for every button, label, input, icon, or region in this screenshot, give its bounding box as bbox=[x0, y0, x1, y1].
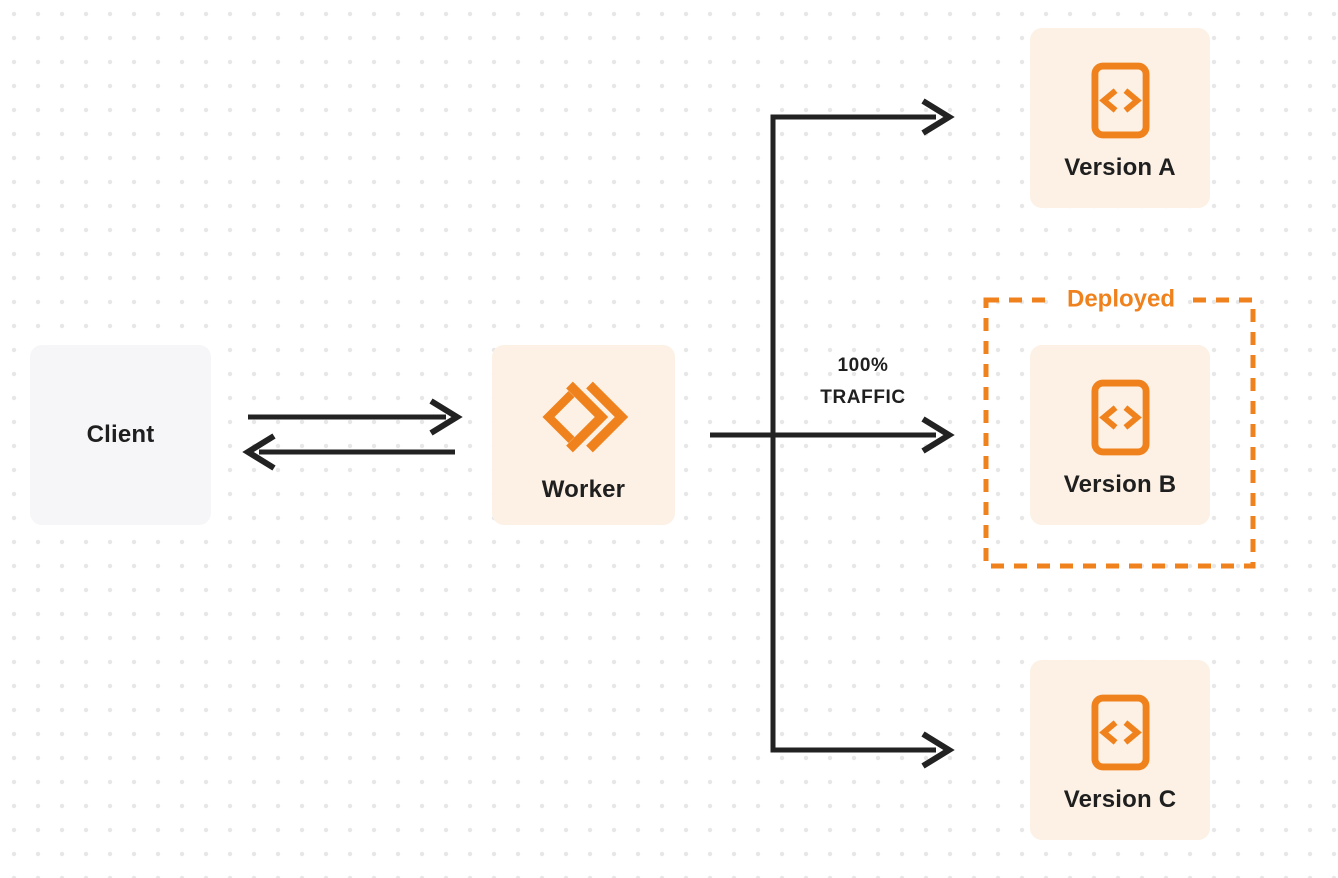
client-label: Client bbox=[86, 421, 155, 448]
arrow-worker-to-version-c bbox=[770, 433, 955, 769]
version-c-label: Version C bbox=[1063, 786, 1177, 813]
worker-label: Worker bbox=[541, 476, 626, 503]
node-version-b: Version B bbox=[1030, 345, 1210, 525]
workers-logo-icon bbox=[542, 381, 629, 453]
version-b-label: Version B bbox=[1063, 471, 1177, 498]
code-file-icon bbox=[1090, 694, 1150, 771]
node-client: Client bbox=[30, 345, 211, 525]
arrow-client-to-worker bbox=[248, 398, 463, 436]
arrow-worker-to-version-b bbox=[710, 416, 955, 454]
arrow-worker-to-client bbox=[242, 433, 455, 471]
traffic-label-line2: TRAFFIC bbox=[820, 387, 906, 408]
traffic-label: 100% TRAFFIC bbox=[820, 350, 905, 414]
node-worker: Worker bbox=[492, 345, 675, 525]
code-file-icon bbox=[1090, 379, 1150, 456]
node-version-a: Version A bbox=[1030, 28, 1210, 208]
version-a-label: Version A bbox=[1064, 154, 1176, 181]
deployed-label: Deployed bbox=[1054, 285, 1188, 315]
node-version-c: Version C bbox=[1030, 660, 1210, 840]
traffic-label-line1: 100% bbox=[837, 355, 889, 376]
code-file-icon bbox=[1090, 62, 1150, 139]
